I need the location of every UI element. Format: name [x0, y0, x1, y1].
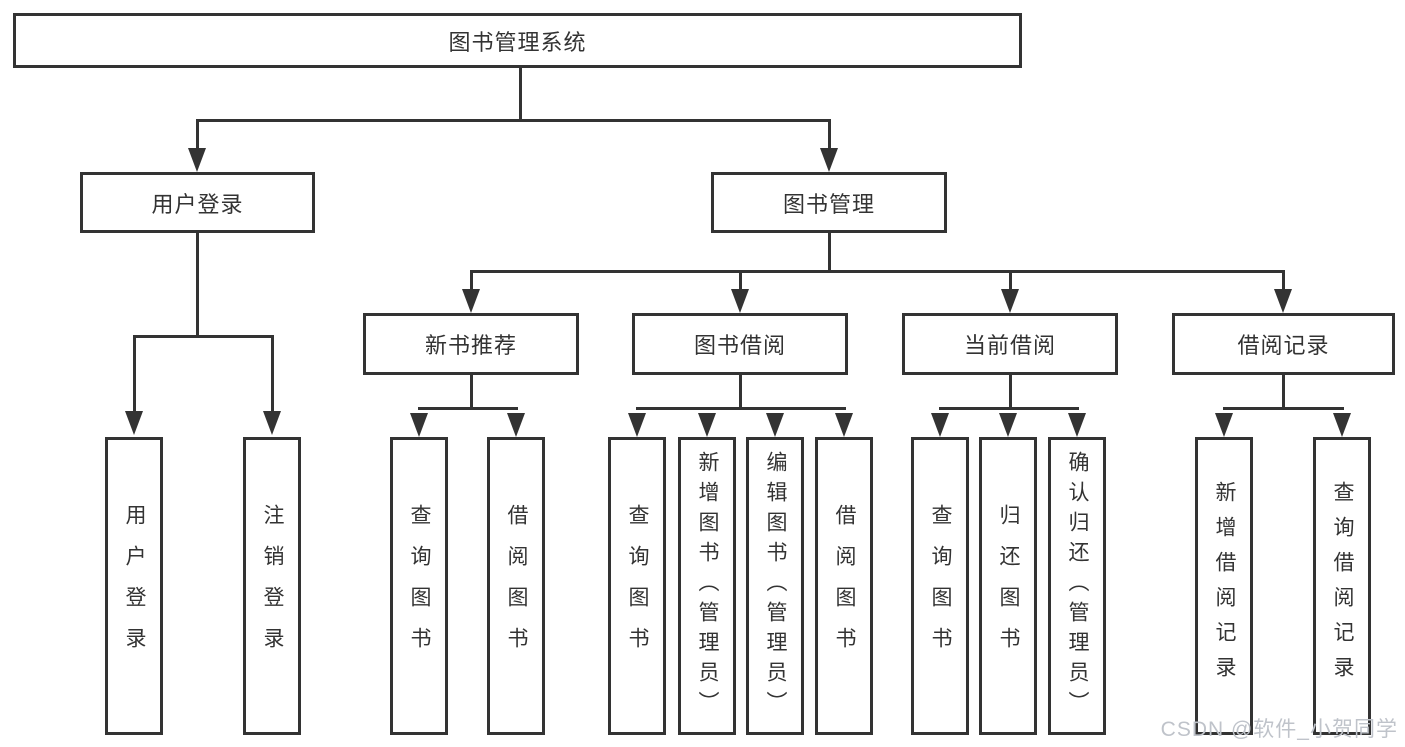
node-label: 图书管理 [782, 191, 875, 217]
leaf-logout: 注销登录 [243, 437, 301, 735]
connector-line-horizontal [470, 270, 1285, 273]
leaf-label: 借阅图书 [833, 504, 856, 668]
arrowhead-down-icon [125, 411, 143, 435]
node-book-management: 图书管理 [711, 172, 947, 233]
connector-line-vertical [739, 375, 742, 409]
connector-line-horizontal [133, 335, 274, 338]
leaf-label: 用户登录 [123, 504, 146, 668]
leaf-label: 查询图书 [929, 504, 952, 668]
node-label: 借阅记录 [1237, 333, 1330, 358]
leaf-add-book-admin: 新增图书（管理员） [678, 437, 736, 735]
arrowhead-down-icon [766, 413, 784, 437]
arrowhead-down-icon [1333, 413, 1351, 437]
leaf-label: 新增图书（管理员） [696, 451, 719, 721]
connector-line-horizontal [1223, 407, 1344, 410]
node-new-book-recommend: 新书推荐 [363, 313, 579, 375]
node-library-system: 图书管理系统 [13, 13, 1022, 68]
arrowhead-down-icon [188, 148, 206, 172]
connector-line-vertical [739, 270, 742, 290]
leaf-label: 借阅图书 [505, 504, 528, 668]
arrowhead-down-icon [835, 413, 853, 437]
leaf-label: 新增借阅记录 [1213, 481, 1236, 691]
arrowhead-down-icon [263, 411, 281, 435]
arrowhead-down-icon [628, 413, 646, 437]
connector-line-vertical [1009, 270, 1012, 290]
leaf-query-books-current: 查询图书 [911, 437, 969, 735]
leaf-label: 查询借阅记录 [1331, 481, 1354, 691]
node-label: 图书借阅 [693, 333, 786, 358]
connector-line-vertical [470, 375, 473, 409]
leaf-label: 注销登录 [261, 504, 284, 668]
connector-line-horizontal [418, 407, 518, 410]
arrowhead-down-icon [1215, 413, 1233, 437]
leaf-return-book: 归还图书 [979, 437, 1037, 735]
connector-line-vertical [1282, 375, 1285, 409]
node-label: 用户登录 [151, 191, 244, 217]
node-label: 新书推荐 [424, 333, 517, 358]
leaf-label: 查询图书 [408, 504, 431, 668]
connector-line-vertical [196, 233, 199, 338]
node-book-borrowing: 图书借阅 [632, 313, 848, 375]
leaf-query-borrow-record: 查询借阅记录 [1313, 437, 1371, 735]
leaf-label: 确认归还（管理员） [1066, 451, 1089, 721]
node-label: 当前借阅 [963, 333, 1056, 358]
watermark: CSDN @软件_小贺同学 [1160, 718, 1398, 741]
arrowhead-down-icon [698, 413, 716, 437]
leaf-borrow-books: 借阅图书 [815, 437, 873, 735]
arrowhead-down-icon [999, 413, 1017, 437]
arrowhead-down-icon [410, 413, 428, 437]
connector-line-vertical [470, 270, 473, 290]
leaf-query-books-recommend: 查询图书 [390, 437, 448, 735]
connector-line-vertical [196, 120, 199, 149]
connector-line-horizontal [196, 119, 831, 122]
arrowhead-down-icon [820, 148, 838, 172]
leaf-confirm-return-admin: 确认归还（管理员） [1048, 437, 1106, 735]
connector-line-horizontal [939, 407, 1079, 410]
node-user-login: 用户登录 [80, 172, 315, 233]
connector-line-vertical [519, 68, 522, 120]
arrowhead-down-icon [507, 413, 525, 437]
node-label: 图书管理系统 [448, 29, 587, 55]
connector-line-vertical [133, 335, 136, 413]
connector-line-horizontal [636, 407, 846, 410]
leaf-label: 编辑图书（管理员） [764, 451, 787, 721]
node-borrowing-records: 借阅记录 [1172, 313, 1395, 375]
leaf-label: 查询图书 [626, 504, 649, 668]
connector-line-vertical [828, 120, 831, 149]
node-current-borrowing: 当前借阅 [902, 313, 1118, 375]
connector-line-vertical [1282, 270, 1285, 290]
arrowhead-down-icon [1068, 413, 1086, 437]
leaf-edit-book-admin: 编辑图书（管理员） [746, 437, 804, 735]
arrowhead-down-icon [1274, 289, 1292, 313]
leaf-user-login: 用户登录 [105, 437, 163, 735]
connector-line-vertical [1009, 375, 1012, 409]
arrowhead-down-icon [1001, 289, 1019, 313]
leaf-label: 归还图书 [997, 504, 1020, 668]
connector-line-vertical [271, 335, 274, 413]
leaf-borrow-books-recommend: 借阅图书 [487, 437, 545, 735]
connector-line-vertical [828, 233, 831, 273]
leaf-query-books-borrowing: 查询图书 [608, 437, 666, 735]
arrowhead-down-icon [731, 289, 749, 313]
arrowhead-down-icon [931, 413, 949, 437]
leaf-add-borrow-record: 新增借阅记录 [1195, 437, 1253, 735]
arrowhead-down-icon [462, 289, 480, 313]
